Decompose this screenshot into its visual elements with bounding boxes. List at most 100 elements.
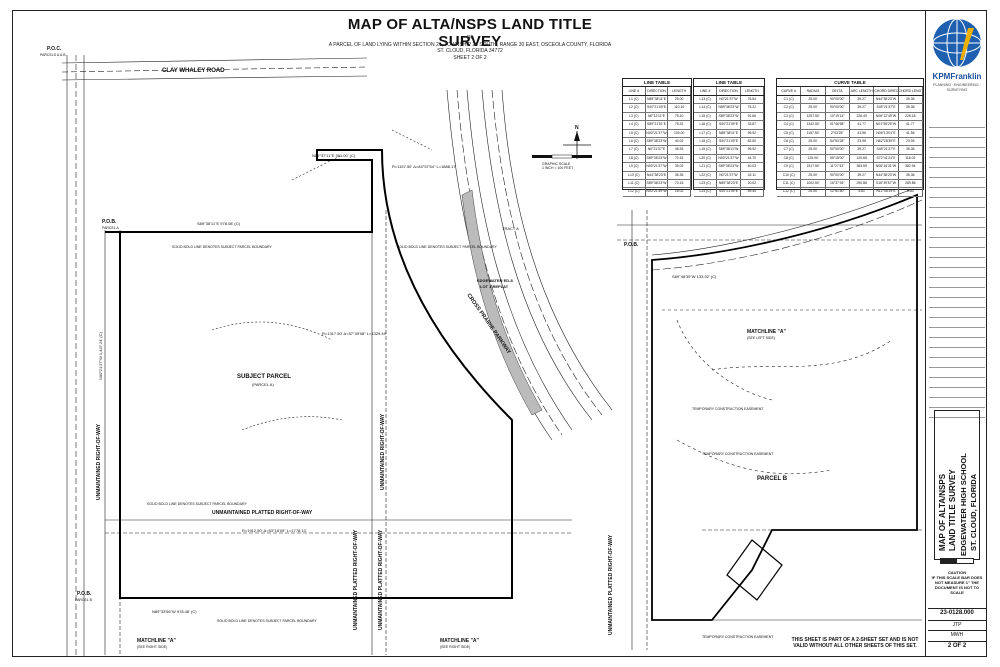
table-cell: 01°46'58" — [826, 121, 850, 129]
table-cell: S00°21'49"E — [717, 188, 741, 196]
title-block: KPMFranklin PLANNING · ENGINEERING · SUR… — [925, 10, 987, 657]
subject-parcel-sub: (PARCEL A) — [252, 382, 274, 387]
table-cell: N89°38'11"E — [646, 96, 669, 104]
table-cell: N89°38'11"E — [717, 129, 741, 137]
table-cell: 35.36 — [899, 146, 923, 154]
table-cell: 25.00' — [801, 104, 826, 112]
table-cell: 226.49 — [850, 112, 875, 121]
subject-parcel-label: SUBJECT PARCEL — [237, 374, 291, 380]
median-hatch — [461, 189, 543, 416]
table-cell: L7 (C) — [623, 146, 646, 154]
table-cell: L9 (C) — [623, 163, 646, 171]
matchline-right: MATCHLINE "A" — [747, 329, 786, 335]
table-cell: S89°38'23"W — [646, 154, 669, 163]
table-cell: C6 (C) — [777, 137, 802, 146]
table-cell: 90°00'00" — [826, 104, 850, 112]
table-cell: 40.03 — [741, 163, 764, 171]
parkway-edge — [501, 89, 613, 411]
col-header: LENGTH — [741, 87, 764, 95]
table-cell: N00°21'37"W — [646, 129, 669, 137]
table-cell: 23.05 — [899, 137, 923, 146]
table-cell: 382.94 — [899, 163, 923, 171]
subtitle-line: OF — [466, 35, 474, 41]
row-mid-label: UNMAINTAINED RIGHT-OF-WAY — [380, 413, 386, 490]
table-cell: C9 (C) — [777, 163, 802, 171]
table-cell: 70.15 — [668, 154, 692, 163]
table-cell: C1 (C) — [777, 96, 802, 104]
pob-parcel-a: P.O.B. — [102, 219, 117, 225]
table-cell: 76.54 — [741, 96, 764, 104]
row-platted-1: UNMAINTAINED PLATTED RIGHT-OF-WAY — [378, 529, 384, 630]
parkway-edge — [466, 89, 573, 431]
table-cell: 41.77 — [899, 121, 923, 129]
table-cell: 226.18 — [899, 112, 923, 121]
table-cell: 41.56 — [850, 129, 875, 137]
table-cell: 75.10 — [668, 112, 692, 121]
table-cell: L1 (C) — [623, 96, 646, 104]
matchline-left-sub: (SEE RIGHT SIDE) — [137, 645, 167, 649]
caution-box: CAUTION IF THIS SCALE BAR DOES NOT MEASU… — [928, 570, 986, 595]
table-cell: S18°39'57"W — [874, 179, 899, 188]
table-cell: 116.02 — [899, 154, 923, 163]
table-cell: L22 (C) — [694, 171, 718, 179]
table-cell: N0°21'37"W — [717, 171, 741, 179]
table-cell: L16 (C) — [694, 121, 718, 129]
table-cell: 33.87 — [741, 121, 764, 129]
table-cell: 1002.50' — [801, 179, 826, 188]
bearing-right: S89°48'39"W 133.92' (C) — [672, 274, 717, 279]
table-cell: 25.00' — [801, 137, 826, 146]
col-header: DIRECTION — [646, 87, 669, 95]
poc-sub-label: PARCELS A & B — [40, 53, 66, 57]
table-cell: 39.27 — [850, 146, 875, 154]
table-cell: S45°21'37"E — [874, 104, 899, 112]
table-cell: 25.00' — [801, 96, 826, 104]
scale-bar — [940, 558, 974, 564]
col-header: CURVE # — [777, 87, 802, 95]
subtitle-line: ST. CLOUD, FLORIDA 34772 — [437, 48, 503, 54]
table-cell: 70.15 — [668, 179, 692, 188]
table-cell: 23.95 — [850, 137, 875, 146]
table-cell: L4 (C) — [623, 121, 646, 129]
row-platted-2: UNMAINTAINED PLATTED RIGHT-OF-WAY — [608, 534, 614, 635]
table-cell: 35.36 — [899, 171, 923, 179]
solid-bold-note-3: SOLID BOLD LINE DENOTES SUBJECT PARCEL B… — [147, 502, 248, 506]
parkway-centerline — [491, 89, 603, 416]
parcel-b-boundary — [651, 193, 918, 621]
row-platted-3: UNMAINTAINED PLATTED RIGHT-OF-WAY — [353, 529, 359, 630]
table-cell: 39.02 — [668, 163, 692, 171]
table-cell: 110.10 — [668, 104, 692, 112]
table-cell: 42.11 — [741, 171, 764, 179]
table-cell: S00°21'49"E — [717, 121, 741, 129]
curve-table: CURVE TABLE CURVE # RADIUS DELTA ARC LEN… — [776, 78, 924, 197]
table-cell: S89°38'23"W — [646, 137, 669, 146]
table-cell: 383.59 — [850, 163, 875, 171]
firm-name: KPMFranklin — [932, 72, 982, 81]
table-cell: N0°12'11"E — [646, 112, 669, 121]
table-cell: 82.50 — [741, 137, 764, 146]
line-table-2-title: LINE TABLE — [694, 79, 764, 87]
table-cell: N00°21'37"W — [646, 163, 669, 171]
line-table-2-header: LINE # DIRECTION LENGTH — [694, 87, 764, 96]
road-centerline — [61, 66, 368, 73]
table-cell: L12 (C) — [623, 188, 646, 196]
curve-label-3: R=1912.50' Δ=53°16'09" L=1778.10' — [242, 528, 307, 533]
table-cell: 25.00' — [801, 146, 826, 154]
table-cell: C11 (C) — [777, 179, 802, 188]
table-cell: 35.36 — [899, 96, 923, 104]
caution-text: IF THIS SCALE BAR DOES NOT MEASURE 1" TH… — [931, 575, 983, 595]
table-cell: C12 (C) — [777, 188, 802, 196]
tract-a-label: TRACT A — [502, 226, 519, 231]
table-cell: 10°19'14" — [826, 112, 850, 121]
